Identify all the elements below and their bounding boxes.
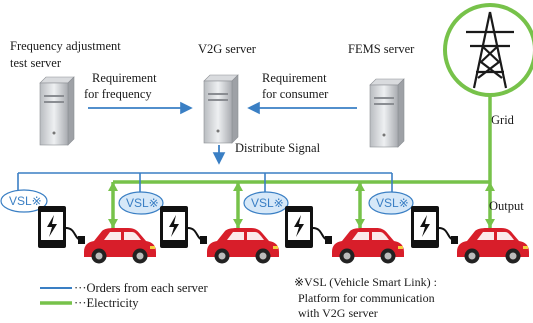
charger-icon (410, 205, 459, 249)
electricity-arrowheads (108, 182, 495, 228)
orders-network (17, 172, 393, 193)
footnote-line-1: ※VSL (Vehicle Smart Link) : (294, 275, 437, 289)
charger-icon (159, 205, 208, 249)
grid-label: Grid (491, 113, 515, 127)
electric-car-icon (84, 228, 156, 264)
footnote-line-2: Platform for communication (298, 291, 435, 305)
fems-server-title: FEMS server (348, 42, 415, 56)
v2g-server-icon (203, 74, 239, 144)
charger-icon (284, 205, 333, 249)
fems-server-icon (369, 78, 405, 148)
frequency-request-label-2: for frequency (84, 87, 152, 101)
legend-orders-label: ···Orders from each server (74, 281, 208, 295)
footnote-line-3: with V2G server (298, 306, 378, 320)
frequency-request-label-1: Requirement (92, 71, 157, 85)
svg-text:VSL※: VSL※ (126, 196, 159, 210)
vsl-badge-2: VSL※ (118, 191, 164, 215)
frequency-server-title: Frequency adjustment (10, 39, 121, 53)
vsl-badge-1: VSL※ (0, 189, 48, 213)
charger-icon (37, 205, 86, 249)
distribute-signal-label: Distribute Signal (235, 141, 321, 155)
consumer-request-label-2: for consumer (262, 87, 329, 101)
legend: ···Orders from each server ···Electricit… (40, 281, 208, 310)
electric-car-icon (207, 228, 279, 264)
frequency-server-subtitle: test server (10, 56, 62, 70)
output-label: Output (489, 199, 524, 213)
vsl-badge-3: VSL※ (243, 191, 289, 215)
v2g-server-title: V2G server (198, 42, 257, 56)
vsl-badge-4: VSL※ (368, 191, 414, 215)
consumer-request-label-1: Requirement (262, 71, 327, 85)
frequency-server-icon (39, 76, 75, 146)
svg-text:VSL※: VSL※ (9, 194, 42, 208)
electric-car-icon (457, 228, 529, 264)
electric-car-icon (332, 228, 404, 264)
svg-text:VSL※: VSL※ (251, 196, 284, 210)
svg-text:VSL※: VSL※ (376, 196, 409, 210)
grid-tower-icon (443, 3, 533, 97)
legend-electricity-label: ···Electricity (74, 296, 139, 310)
